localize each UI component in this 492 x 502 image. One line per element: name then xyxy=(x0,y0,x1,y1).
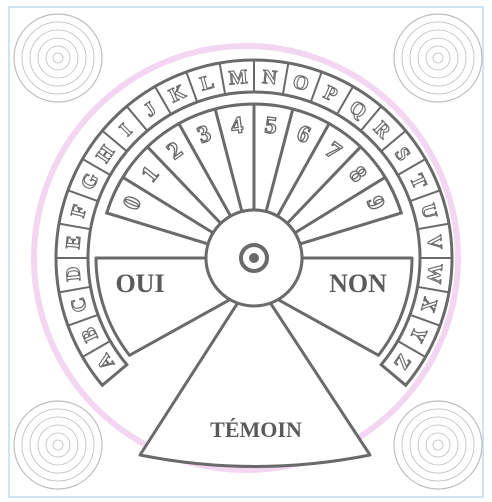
letter-v[interactable]: V xyxy=(423,234,446,251)
pivot-hub-icon[interactable] xyxy=(206,210,302,306)
concentric-circles-icon xyxy=(14,401,102,489)
letter-e[interactable]: E xyxy=(62,235,85,250)
concentric-circles-icon xyxy=(394,14,482,102)
concentric-circles-icon xyxy=(14,14,102,102)
letter-m[interactable]: M xyxy=(228,66,249,90)
witness-label: TÉMOIN xyxy=(210,417,302,442)
letter-d[interactable]: D xyxy=(62,266,85,282)
letter-w[interactable]: W xyxy=(422,263,446,285)
yes-label: OUI xyxy=(115,269,164,298)
letter-n[interactable]: N xyxy=(262,66,279,89)
no-label: NON xyxy=(329,269,387,298)
concentric-circles-icon xyxy=(394,401,482,489)
